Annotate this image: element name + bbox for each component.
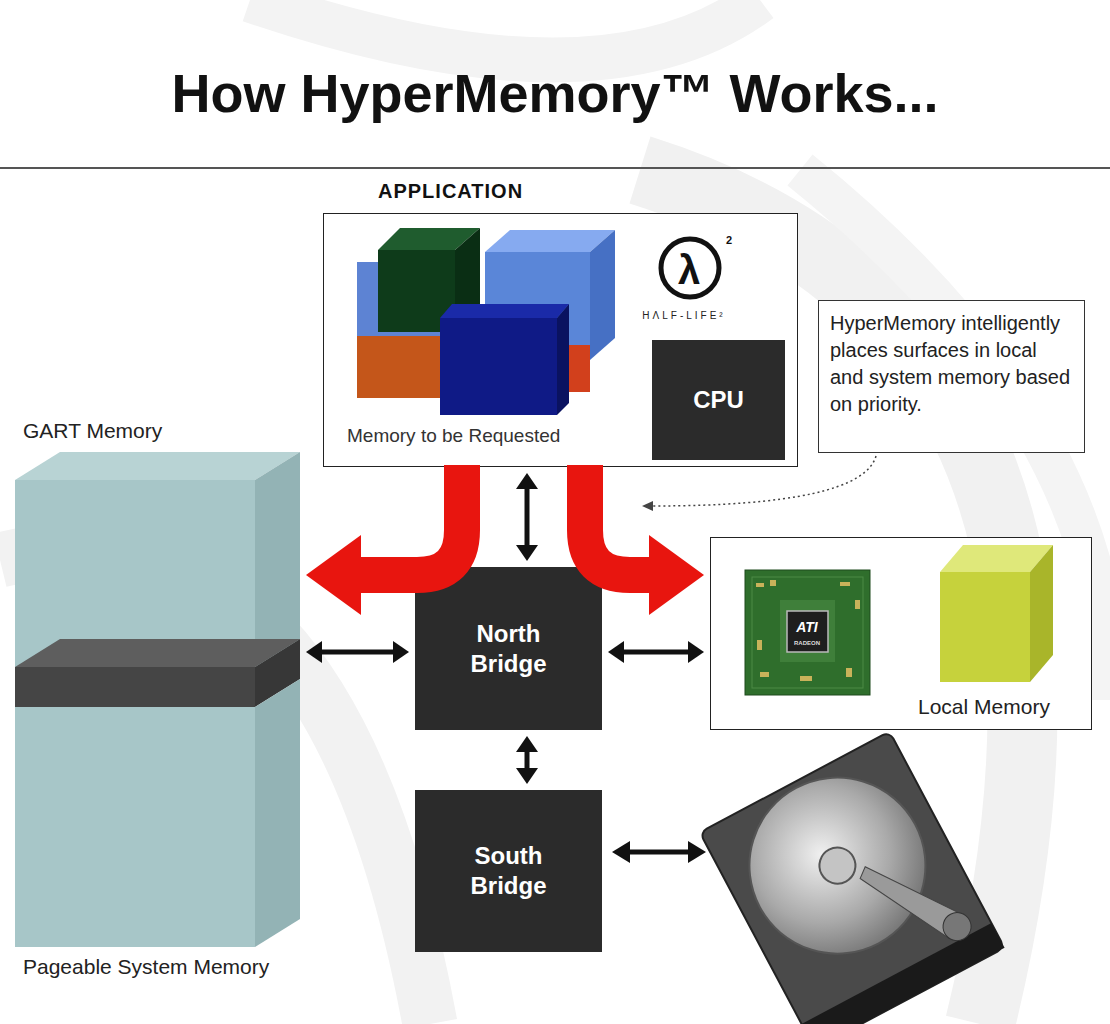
drive-spindle: [813, 841, 862, 890]
arrow-head: [516, 768, 538, 784]
arrow-shaft: [622, 650, 690, 655]
chip-part: [840, 582, 850, 586]
memory-cube: [940, 545, 1053, 682]
arrow-head: [306, 535, 361, 615]
arrow-head: [688, 641, 704, 663]
block: [485, 252, 590, 360]
arrow-head: [608, 641, 624, 663]
connector: [516, 473, 538, 561]
drive-platter: [718, 747, 956, 985]
leader-line: [652, 456, 876, 506]
title-rule: [0, 167, 1110, 169]
box-label: North Bridge: [454, 619, 564, 679]
chip-part: [756, 583, 764, 587]
callout-text: HyperMemory intelligently places surface…: [830, 310, 1075, 418]
memory-blocks: [357, 228, 615, 415]
cpu-box: CPU: [652, 340, 785, 460]
box-caption: Memory to be Requested: [347, 425, 560, 447]
block-top: [15, 452, 300, 480]
connector: [585, 465, 704, 615]
flow-arrow-shaft: [359, 465, 462, 575]
arrow-shaft: [525, 487, 530, 547]
cube-side: [1030, 545, 1053, 682]
leader-head: [642, 501, 653, 511]
block-side: [255, 679, 300, 947]
drive-arm: [856, 838, 967, 962]
cube-top: [940, 545, 1053, 572]
box-heading: APPLICATION: [378, 180, 523, 203]
block: [440, 318, 557, 415]
box-label: CPU: [693, 385, 744, 415]
slab-top: [15, 639, 300, 667]
arrow-head: [516, 736, 538, 752]
connector: [306, 465, 462, 615]
memory-label: Pageable System Memory: [23, 955, 269, 979]
block: [590, 230, 615, 360]
connector: [306, 641, 409, 663]
flow-arrow-shaft: [585, 465, 651, 575]
arrow-shaft: [525, 750, 530, 770]
memory-stack: GART MemoryPageable System Memory: [15, 452, 300, 947]
chip-part: [800, 676, 812, 681]
north-bridge: North Bridge: [415, 567, 602, 730]
chip-pad: [780, 600, 835, 662]
connector: [608, 641, 704, 663]
chip-part: [770, 580, 776, 586]
block-side: [255, 452, 300, 667]
disk-arrow: [612, 841, 706, 863]
drive-body: [700, 731, 1005, 1024]
arrow-head: [612, 841, 630, 863]
chip-trace: [752, 577, 863, 688]
drive-pivot: [938, 908, 976, 946]
block: [357, 336, 440, 398]
chip-part: [846, 668, 852, 677]
arrow-shaft: [320, 650, 395, 655]
south-bridge: South Bridge: [415, 790, 602, 952]
local-memory-box: Local Memory: [710, 537, 1092, 730]
box-label: South Bridge: [454, 841, 564, 901]
chip-board: [745, 570, 870, 695]
memory-stack-shape: [15, 452, 300, 947]
logo-ring: [661, 239, 719, 297]
arrow-head: [688, 841, 706, 863]
chip-die: [787, 611, 828, 652]
block: [455, 228, 480, 332]
block: [566, 345, 590, 392]
block: [485, 230, 615, 252]
swirl: [250, 0, 760, 60]
arrow-head: [516, 545, 538, 561]
cube-front: [940, 572, 1030, 682]
arrow-head: [393, 641, 409, 663]
callout-box: HyperMemory intelligently places surface…: [818, 300, 1085, 453]
arrow-head: [516, 473, 538, 489]
application-box: APPLICATIONMemory to be RequestedCPU: [323, 213, 798, 467]
memory-label: GART Memory: [23, 419, 162, 443]
connector: [516, 736, 538, 784]
chip-part: [855, 600, 860, 609]
block: [378, 228, 480, 250]
chip-part: [760, 672, 769, 677]
gpu-chip: [745, 570, 870, 695]
arrow-head: [649, 535, 704, 615]
block: [378, 250, 455, 332]
arrow-shaft: [628, 850, 690, 855]
block: [557, 304, 569, 415]
block: [440, 304, 569, 318]
hard-drive: [700, 731, 1005, 1024]
arrow-head: [306, 641, 322, 663]
block-front: [15, 707, 255, 947]
box-caption: Local Memory: [918, 695, 1050, 719]
diagram-title: How HyperMemory™ Works...: [0, 62, 1110, 124]
chip-part: [757, 640, 762, 650]
block: [357, 262, 440, 340]
block-front: [15, 480, 255, 667]
slab-front: [15, 667, 255, 707]
drive-board: [802, 923, 1005, 1024]
